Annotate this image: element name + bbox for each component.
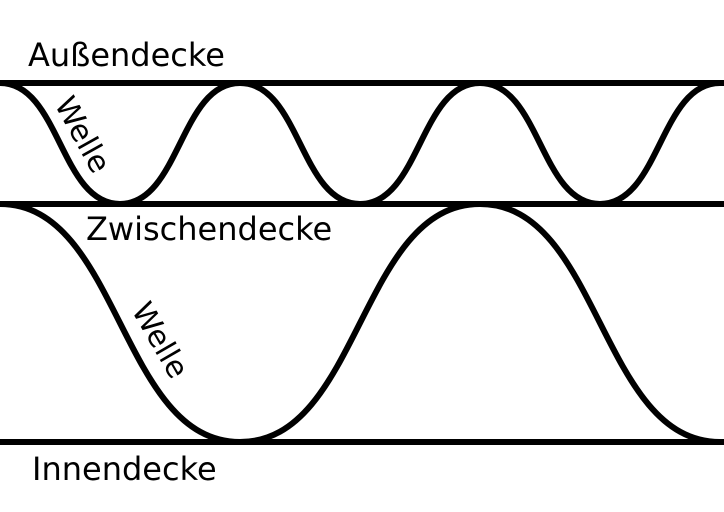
outer-liner-label: Außendecke (28, 36, 225, 74)
lower-flute-label: Welle (124, 297, 195, 385)
lower-flute-wave (0, 201, 721, 445)
middle-liner-label: Zwischendecke (86, 210, 332, 248)
inner-liner-label: Innendecke (32, 450, 217, 488)
upper-flute-wave (0, 80, 721, 207)
